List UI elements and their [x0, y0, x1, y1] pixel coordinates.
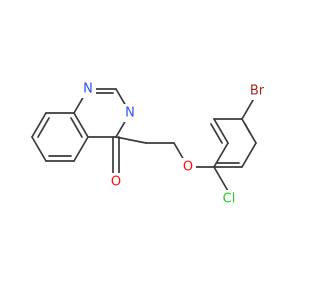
atom-ether-o-label: O — [183, 160, 193, 175]
bond — [73, 112, 89, 138]
benzo-ring — [31, 112, 89, 162]
bond — [213, 166, 229, 192]
molecule-drawing: N N O O Cl Br — [31, 80, 268, 208]
double-bond-inner — [70, 117, 83, 138]
atom-carbonyl-o-label: O — [111, 175, 121, 190]
structure-canvas: N N O O Cl Br — [31, 80, 268, 208]
atom-mask — [180, 158, 196, 176]
bond — [73, 136, 89, 162]
ethyl-linker — [115, 136, 215, 168]
bond — [241, 142, 257, 168]
atom-labels: N N O O Cl Br — [80, 80, 268, 208]
double-bond-inner — [244, 123, 251, 134]
bond — [31, 136, 47, 162]
atom-mask — [107, 173, 123, 191]
atom-mask — [246, 82, 268, 100]
bond — [115, 136, 147, 144]
double-bond-inner — [210, 123, 223, 144]
atom-br-label: Br — [250, 84, 265, 99]
atom-mask — [218, 190, 240, 208]
pyrimidinone-ring — [73, 88, 131, 175]
atom-mask — [80, 80, 96, 98]
atom-n1-label: N — [83, 82, 93, 97]
atom-cl-label: Cl — [223, 192, 236, 207]
bond — [31, 112, 47, 138]
bond — [213, 118, 229, 144]
atom-mask — [122, 104, 138, 122]
double-bond-inner — [37, 117, 50, 138]
atom-n3-label: N — [125, 106, 135, 121]
aryl-ring — [210, 94, 257, 192]
